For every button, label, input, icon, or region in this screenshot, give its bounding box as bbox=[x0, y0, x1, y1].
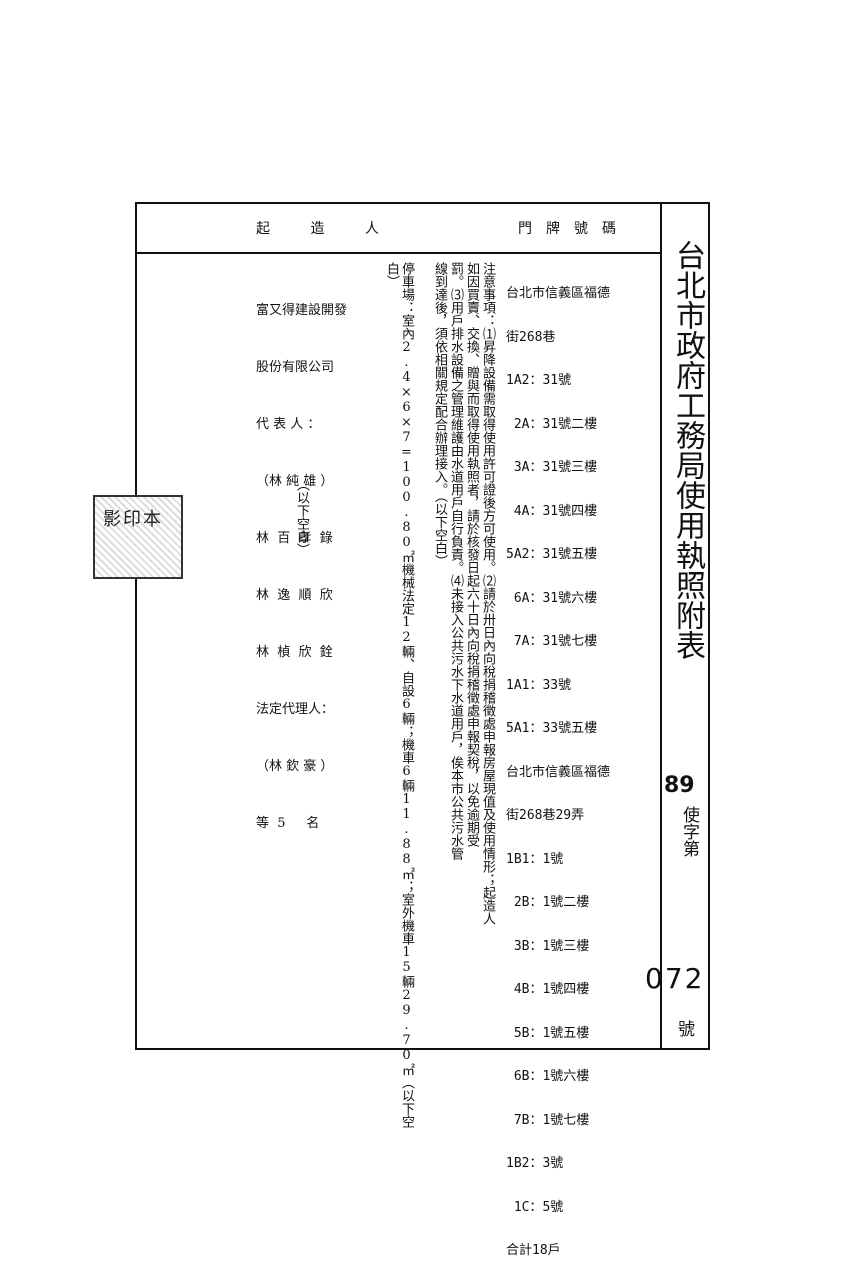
permit-year: 89 bbox=[664, 773, 695, 798]
list-item: 5B：1號五樓 bbox=[506, 1025, 590, 1041]
door-number-header: 門牌號碼 bbox=[518, 221, 630, 237]
title-divider bbox=[660, 202, 662, 1050]
list-item: 7A：31號七樓 bbox=[506, 634, 598, 649]
permit-category: 使字第 bbox=[679, 806, 699, 857]
list-item: 1B1：1號 bbox=[506, 851, 564, 867]
list-item: 法定代理人： bbox=[256, 702, 335, 717]
list-item: 5A2：31號五樓 bbox=[506, 547, 598, 562]
list-item: 台北市信義區福德 bbox=[506, 286, 611, 301]
list-item: 1A1：33號 bbox=[506, 677, 572, 693]
list-item: 林 逸 順 欣 bbox=[256, 588, 333, 603]
list-item: 3A：31號三樓 bbox=[506, 460, 598, 475]
list-item: 3B：1號三樓 bbox=[506, 938, 590, 954]
seal-stamp: 影印本 bbox=[93, 495, 183, 579]
list-item: 林 百 孝 錄 bbox=[256, 531, 333, 546]
form-frame bbox=[135, 202, 710, 1050]
list-item: 合計18戶 bbox=[506, 1243, 561, 1258]
builder-header: 起 造 人 bbox=[256, 221, 397, 237]
list-item: 4A：31號四樓 bbox=[506, 503, 598, 519]
permit-number: 072 bbox=[645, 962, 705, 995]
list-item: 7B：1號七樓 bbox=[506, 1112, 590, 1128]
list-item: 台北市信義區福德 bbox=[506, 764, 611, 780]
list-item: 股份有限公司 bbox=[256, 360, 335, 375]
list-item: 1C：5號 bbox=[506, 1199, 564, 1215]
note-column-4: 線到達後，須依相關規定配合辦理接入。（以下空白） bbox=[432, 262, 447, 568]
list-item: 代 表 人 ： bbox=[256, 417, 321, 432]
page-title: 台北市政府工務局使用執照附表 bbox=[670, 240, 705, 660]
list-item: 街268巷 bbox=[506, 329, 556, 345]
permit-suffix: 號 bbox=[678, 1020, 695, 1040]
list-item: 5A1：33號五樓 bbox=[506, 721, 598, 736]
parking-column-1: 停車場：室內2.4×6×7=100.80㎡機械法定12輛、自設6輛；機車6輛11… bbox=[399, 262, 414, 1128]
header-divider bbox=[135, 252, 662, 254]
list-item: 6B：1號六樓 bbox=[506, 1069, 590, 1084]
blank-marker: （以下空白） bbox=[294, 478, 309, 556]
list-item: （林 純 雄 ） bbox=[256, 474, 334, 489]
list-item: 林 楨 欣 銓 bbox=[256, 645, 333, 660]
list-item: 街268巷29弄 bbox=[506, 808, 585, 823]
parking-column-2: 白） bbox=[384, 262, 399, 288]
stamp-text: 影印本 bbox=[103, 509, 163, 530]
list-item: 1A2：31號 bbox=[506, 373, 572, 388]
list-item: 富又得建設開發 bbox=[256, 303, 348, 318]
list-item: 2A：31號二樓 bbox=[506, 416, 598, 432]
note-column-3: 罰。⑶用戶排水設備之管理維護由水道用戶自行負責。⑷未接入公共污水下水道用戶，俟本… bbox=[448, 262, 463, 860]
note-column-1: 注意事項：⑴昇降設備需取得使用許可證後方可使用。⑵請於卅日內向稅捐稽徵處申報房屋… bbox=[480, 262, 495, 925]
address-list: 台北市信義區福德 街268巷 1A2：31號 2A：31號二樓 3A：31號三樓… bbox=[506, 258, 610, 1273]
list-item: 4B：1號四樓 bbox=[506, 982, 590, 997]
list-item: 2B：1號二樓 bbox=[506, 895, 590, 910]
list-item: 6A：31號六樓 bbox=[506, 590, 598, 606]
list-item: （林 欽 豪 ） bbox=[256, 759, 334, 774]
list-item: 等 5 名 bbox=[256, 816, 320, 831]
note-column-2: 如因買賣、交換、贈與而取得使用執照者，請於核發日起六十日內向稅捐稽徵處申報契稅，… bbox=[464, 262, 479, 847]
list-item: 1B2：3號 bbox=[506, 1156, 564, 1171]
builder-list: 富又得建設開發 股份有限公司 代 表 人 ： （林 純 雄 ） 林 百 孝 錄 … bbox=[256, 263, 347, 852]
